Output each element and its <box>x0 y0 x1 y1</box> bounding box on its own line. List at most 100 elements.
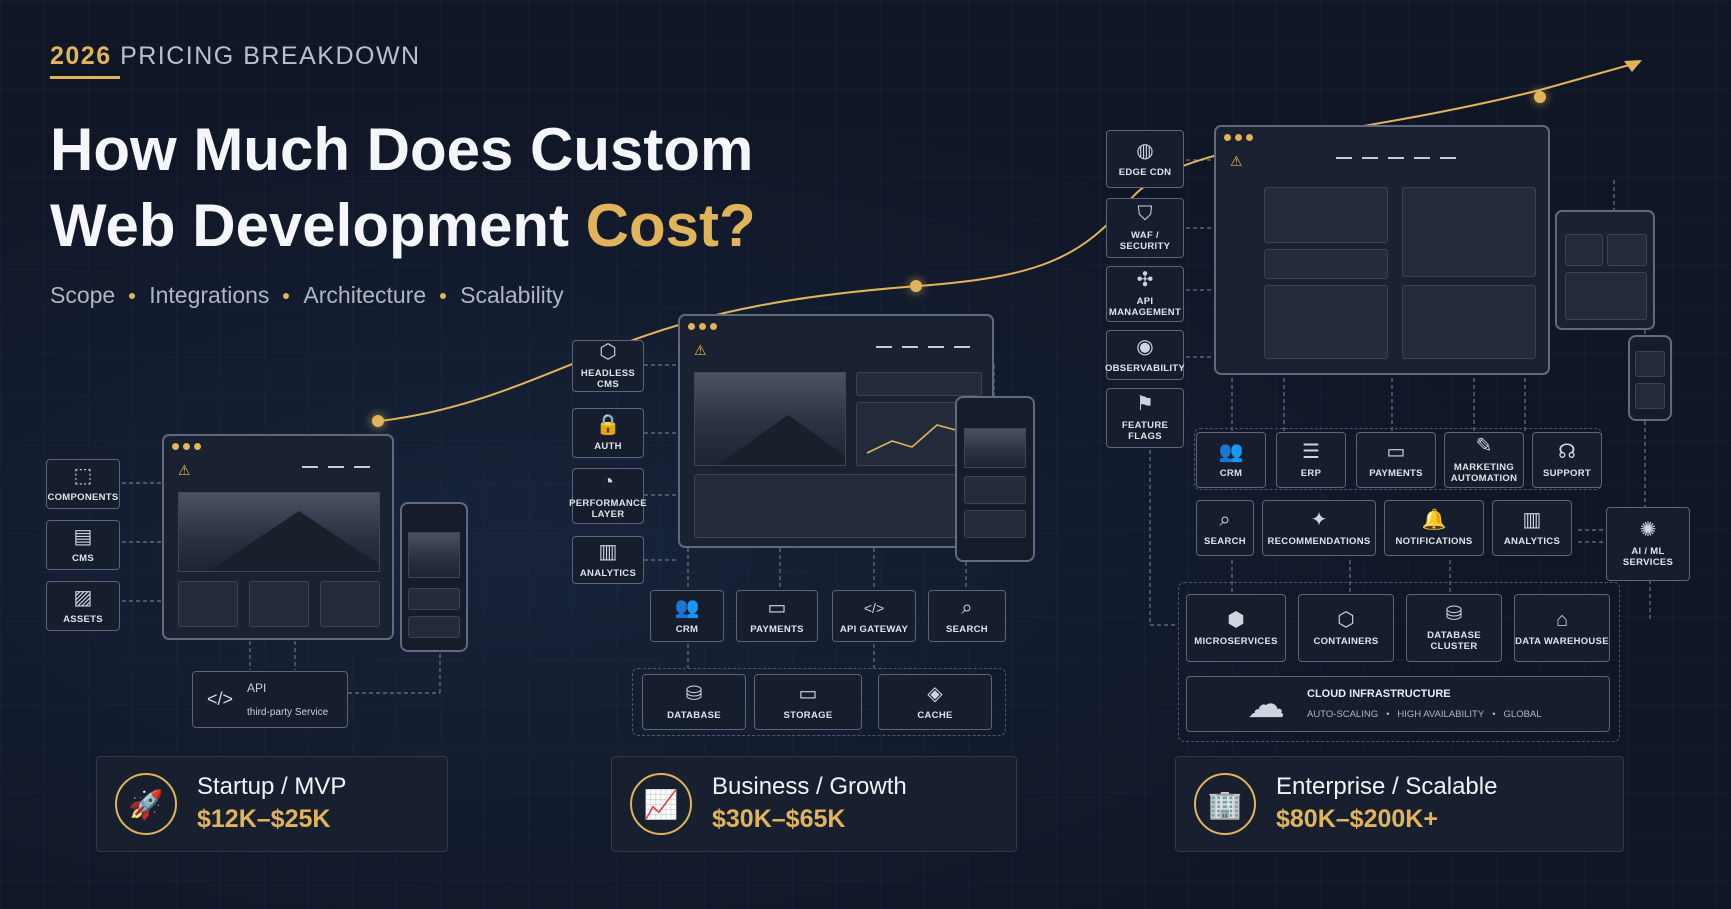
module-label: CRM <box>1219 467 1243 479</box>
cube-icon: ⬡ <box>599 341 617 363</box>
cloud-feature: GLOBAL <box>1503 709 1542 720</box>
module-label: WAF / SECURITY <box>1119 230 1171 252</box>
enterprise-phone <box>1628 335 1672 421</box>
module-label: AI / ML SERVICES <box>1622 546 1674 568</box>
header-card <box>856 372 982 396</box>
card-icon: ▭ <box>1386 440 1406 463</box>
code-icon: </> <box>863 599 885 616</box>
logo-icon: ⚠ <box>1230 153 1243 169</box>
module-label: RECOMMENDATIONS <box>1267 535 1371 547</box>
layers-icon: ◈ <box>927 682 943 705</box>
eyebrow: 2026 PRICING BREAKDOWN <box>50 42 421 79</box>
cubes-icon: ⬢ <box>1227 608 1245 631</box>
module-edge-cdn: ◍ EDGE CDN <box>1106 130 1184 188</box>
eye-icon: ◉ <box>1136 335 1154 358</box>
components-icon: ⬚ <box>73 464 93 487</box>
subtitle-item: Integrations <box>149 282 270 308</box>
module-search: ⌕ SEARCH <box>928 590 1006 642</box>
module-components: ⬚ COMPONENTS <box>46 459 120 509</box>
module-erp: ☰ ERP <box>1276 432 1346 488</box>
logo-icon: ⚠ <box>178 462 191 478</box>
brain-icon: ✺ <box>1639 519 1657 541</box>
module-headless-cms: ⬡ HEADLESS CMS <box>572 340 644 392</box>
eyebrow-year: 2026 <box>50 42 112 70</box>
window-bar <box>680 316 992 336</box>
module-crm: 👥 CRM <box>650 590 724 642</box>
storage-group <box>632 668 1006 736</box>
module-label: CRM <box>675 623 699 635</box>
cloud-icon: ☁ <box>1247 683 1285 726</box>
pricing-tier: Business / Growth <box>712 773 907 800</box>
line-chart-icon <box>866 424 968 454</box>
users-icon: 👥 <box>1218 440 1244 463</box>
pricing-range: $80K–$200K+ <box>1276 805 1438 833</box>
module-marketing-automation: ✎ MARKETING AUTOMATION <box>1444 432 1524 488</box>
database-icon: ⛁ <box>1445 603 1463 625</box>
module-label: ERP <box>1300 467 1322 479</box>
nav-links <box>1336 157 1456 159</box>
logo-icon: ⚠ <box>694 342 707 358</box>
kpi-card <box>1264 249 1388 279</box>
module-label: CMS <box>71 552 94 564</box>
module-cache: ◈ CACHE <box>878 674 992 730</box>
feature-card <box>178 581 238 627</box>
subtitle-item: Architecture <box>303 282 427 308</box>
phone-card <box>1635 383 1665 409</box>
pricing-tier: Startup / MVP <box>197 773 347 800</box>
module-recommendations: ✦ RECOMMENDATIONS <box>1262 500 1376 556</box>
module-crm: 👥 CRM <box>1196 432 1266 488</box>
window-bar <box>1216 127 1548 147</box>
image-icon: ▨ <box>73 586 93 609</box>
code-icon: </> <box>207 688 234 709</box>
module-ai-ml-services: ✺ AI / ML SERVICES <box>1606 507 1690 581</box>
api-subtitle: third-party Service <box>247 707 329 718</box>
pricing-card-startup: 🚀 Startup / MVP $12K–$25K <box>96 756 448 852</box>
module-label: ASSETS <box>63 613 103 625</box>
subtitle-separator <box>283 292 290 299</box>
enterprise-tablet <box>1555 210 1655 330</box>
module-label: PAYMENTS <box>1369 467 1423 479</box>
globe-icon: ◍ <box>1136 139 1154 162</box>
search-icon: ⌕ <box>961 596 973 619</box>
module-notifications: 🔔 NOTIFICATIONS <box>1384 500 1484 556</box>
module-label: FEATURE FLAGS <box>1121 420 1169 442</box>
phone-hero <box>964 428 1026 468</box>
subtitle-item: Scalability <box>460 282 564 308</box>
bar-chart-card <box>1565 272 1647 320</box>
module-observability: ◉ OBSERVABILITY <box>1105 330 1185 380</box>
module-label: PAYMENTS <box>750 623 804 635</box>
phone-card <box>408 616 460 638</box>
phone-card <box>408 588 460 610</box>
module-performance-layer: ◔ PERFORMANCE LAYER <box>569 468 647 524</box>
startup-browser-window: ⚠ <box>162 434 394 640</box>
bar-chart-icon: ▥ <box>1522 508 1542 531</box>
lock-icon: 🔒 <box>595 413 621 436</box>
eyebrow-text: PRICING BREAKDOWN <box>120 42 421 70</box>
module-analytics: ▥ ANALYTICS <box>572 536 644 584</box>
module-label: CACHE <box>917 709 953 721</box>
module-assets: ▨ ASSETS <box>46 581 120 631</box>
title-accent: Cost? <box>585 192 756 259</box>
summary-card <box>1607 234 1647 266</box>
module-label: CONTAINERS <box>1313 635 1379 647</box>
flag-icon: ⚑ <box>1136 393 1154 415</box>
separator-dot: • <box>1492 709 1496 720</box>
server-icon: ☰ <box>1302 440 1320 463</box>
module-label: EDGE CDN <box>1118 166 1172 178</box>
pricing-tier: Enterprise / Scalable <box>1276 773 1498 800</box>
module-label: SEARCH <box>1204 535 1246 547</box>
module-support: ☊ SUPPORT <box>1532 432 1602 488</box>
cloud-title: CLOUD INFRASTRUCTURE <box>1307 688 1451 700</box>
module-label: API MANAGEMENT <box>1108 296 1182 318</box>
api-third-party-box: </> API third-party Service <box>192 671 348 728</box>
module-label: STORAGE <box>783 709 833 721</box>
database-icon: ⛁ <box>685 682 703 705</box>
module-database: ⛁ DATABASE <box>642 674 746 730</box>
pricing-range: $30K–$65K <box>712 805 846 833</box>
module-containers: ⬡ CONTAINERS <box>1298 594 1394 662</box>
cloud-feature: HIGH AVAILABILITY <box>1397 709 1485 720</box>
building-icon: 🏢 <box>1194 773 1256 835</box>
pricing-range: $12K–$25K <box>197 805 331 833</box>
subtitle: Scope Integrations Architecture Scalabil… <box>50 282 564 309</box>
pricing-card-business: 📈 Business / Growth $30K–$65K <box>611 756 1017 852</box>
